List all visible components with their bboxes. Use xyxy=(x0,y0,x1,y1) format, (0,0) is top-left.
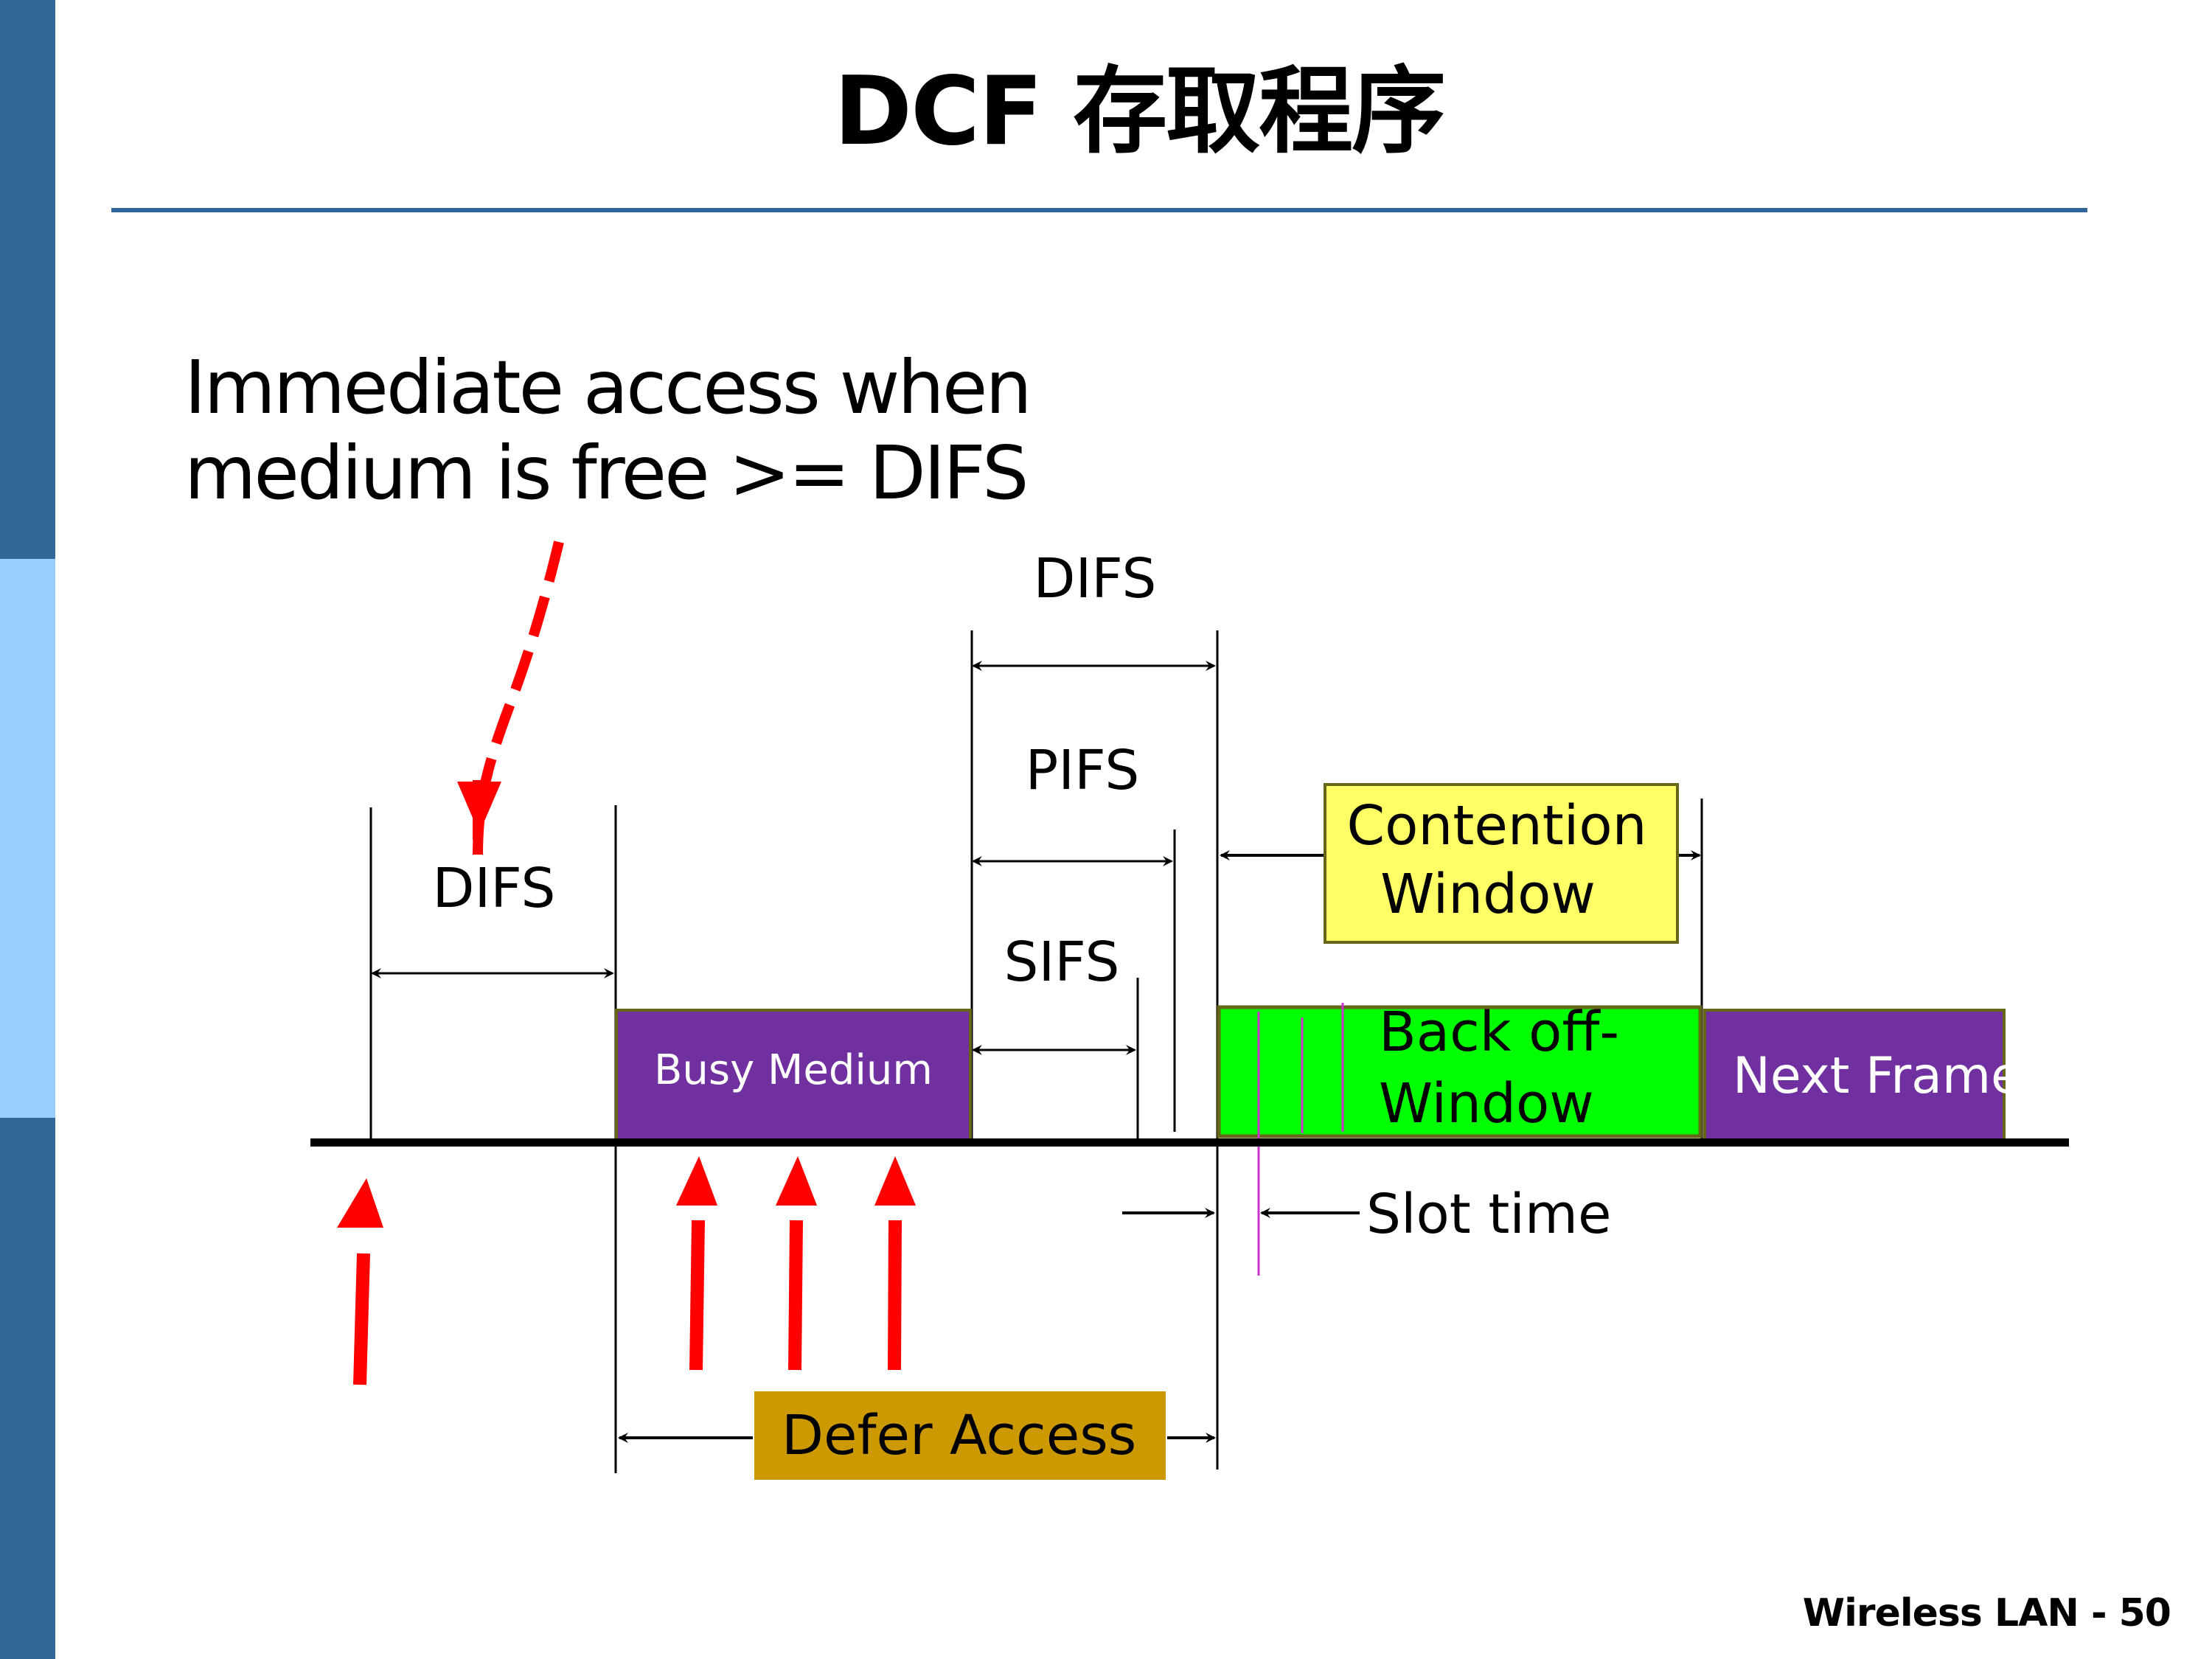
slide-footer: Wireless LAN - 50 xyxy=(1802,1591,2171,1635)
defer-access-box xyxy=(754,1391,1166,1480)
contention-label-line-2: Window xyxy=(1380,863,1596,926)
busy-medium-label: Busy Medium xyxy=(654,1046,933,1094)
sidebar-accent-top xyxy=(0,0,55,559)
sifs-label: SIFS xyxy=(1004,931,1119,994)
sidebar-accent-bottom xyxy=(0,1118,55,1659)
headline-line-2: medium is free >= DIFS xyxy=(184,430,1029,516)
contention-label-line-1: Contention xyxy=(1346,794,1646,858)
backoff-label-line-2: Window xyxy=(1379,1072,1594,1135)
contention-window-box xyxy=(1324,783,1679,944)
difs-left-label: DIFS xyxy=(432,857,555,920)
medium-timeline xyxy=(310,1138,2069,1147)
next-frame-box xyxy=(1703,1009,2006,1141)
defer-access-label: Defer Access xyxy=(782,1404,1136,1467)
station-arrow-2-head-icon xyxy=(676,1156,717,1206)
busy-medium-box xyxy=(615,1009,972,1141)
station-arrow-4-head-icon xyxy=(874,1156,916,1206)
station-arrow-4-shaft xyxy=(888,1220,902,1371)
next-frame-label: Next Frame xyxy=(1733,1047,2022,1105)
immediate-access-dashed-arrow xyxy=(473,540,564,856)
station-arrow-1-shaft xyxy=(353,1253,370,1385)
headline: Immediate access when medium is free >= … xyxy=(184,344,1032,516)
station-arrows xyxy=(337,1156,916,1385)
pifs-label: PIFS xyxy=(1026,739,1140,802)
slide-title: DCF 存取程序 xyxy=(833,57,1446,167)
slot-time-label: Slot time xyxy=(1366,1183,1612,1246)
headline-line-1: Immediate access when xyxy=(184,344,1032,431)
station-arrow-3-head-icon xyxy=(776,1156,817,1206)
backoff-label-line-1: Back off- xyxy=(1379,1001,1619,1064)
station-arrow-1-head-icon xyxy=(337,1178,383,1228)
immediate-access-arrowhead-icon xyxy=(457,782,501,833)
station-arrow-3-shaft xyxy=(788,1220,803,1371)
title-divider xyxy=(111,208,2087,212)
station-arrow-2-shaft xyxy=(689,1220,705,1371)
backoff-window-box xyxy=(1217,1005,1703,1138)
difs-top-label: DIFS xyxy=(1033,547,1156,611)
sidebar-accent-middle xyxy=(0,559,55,1118)
